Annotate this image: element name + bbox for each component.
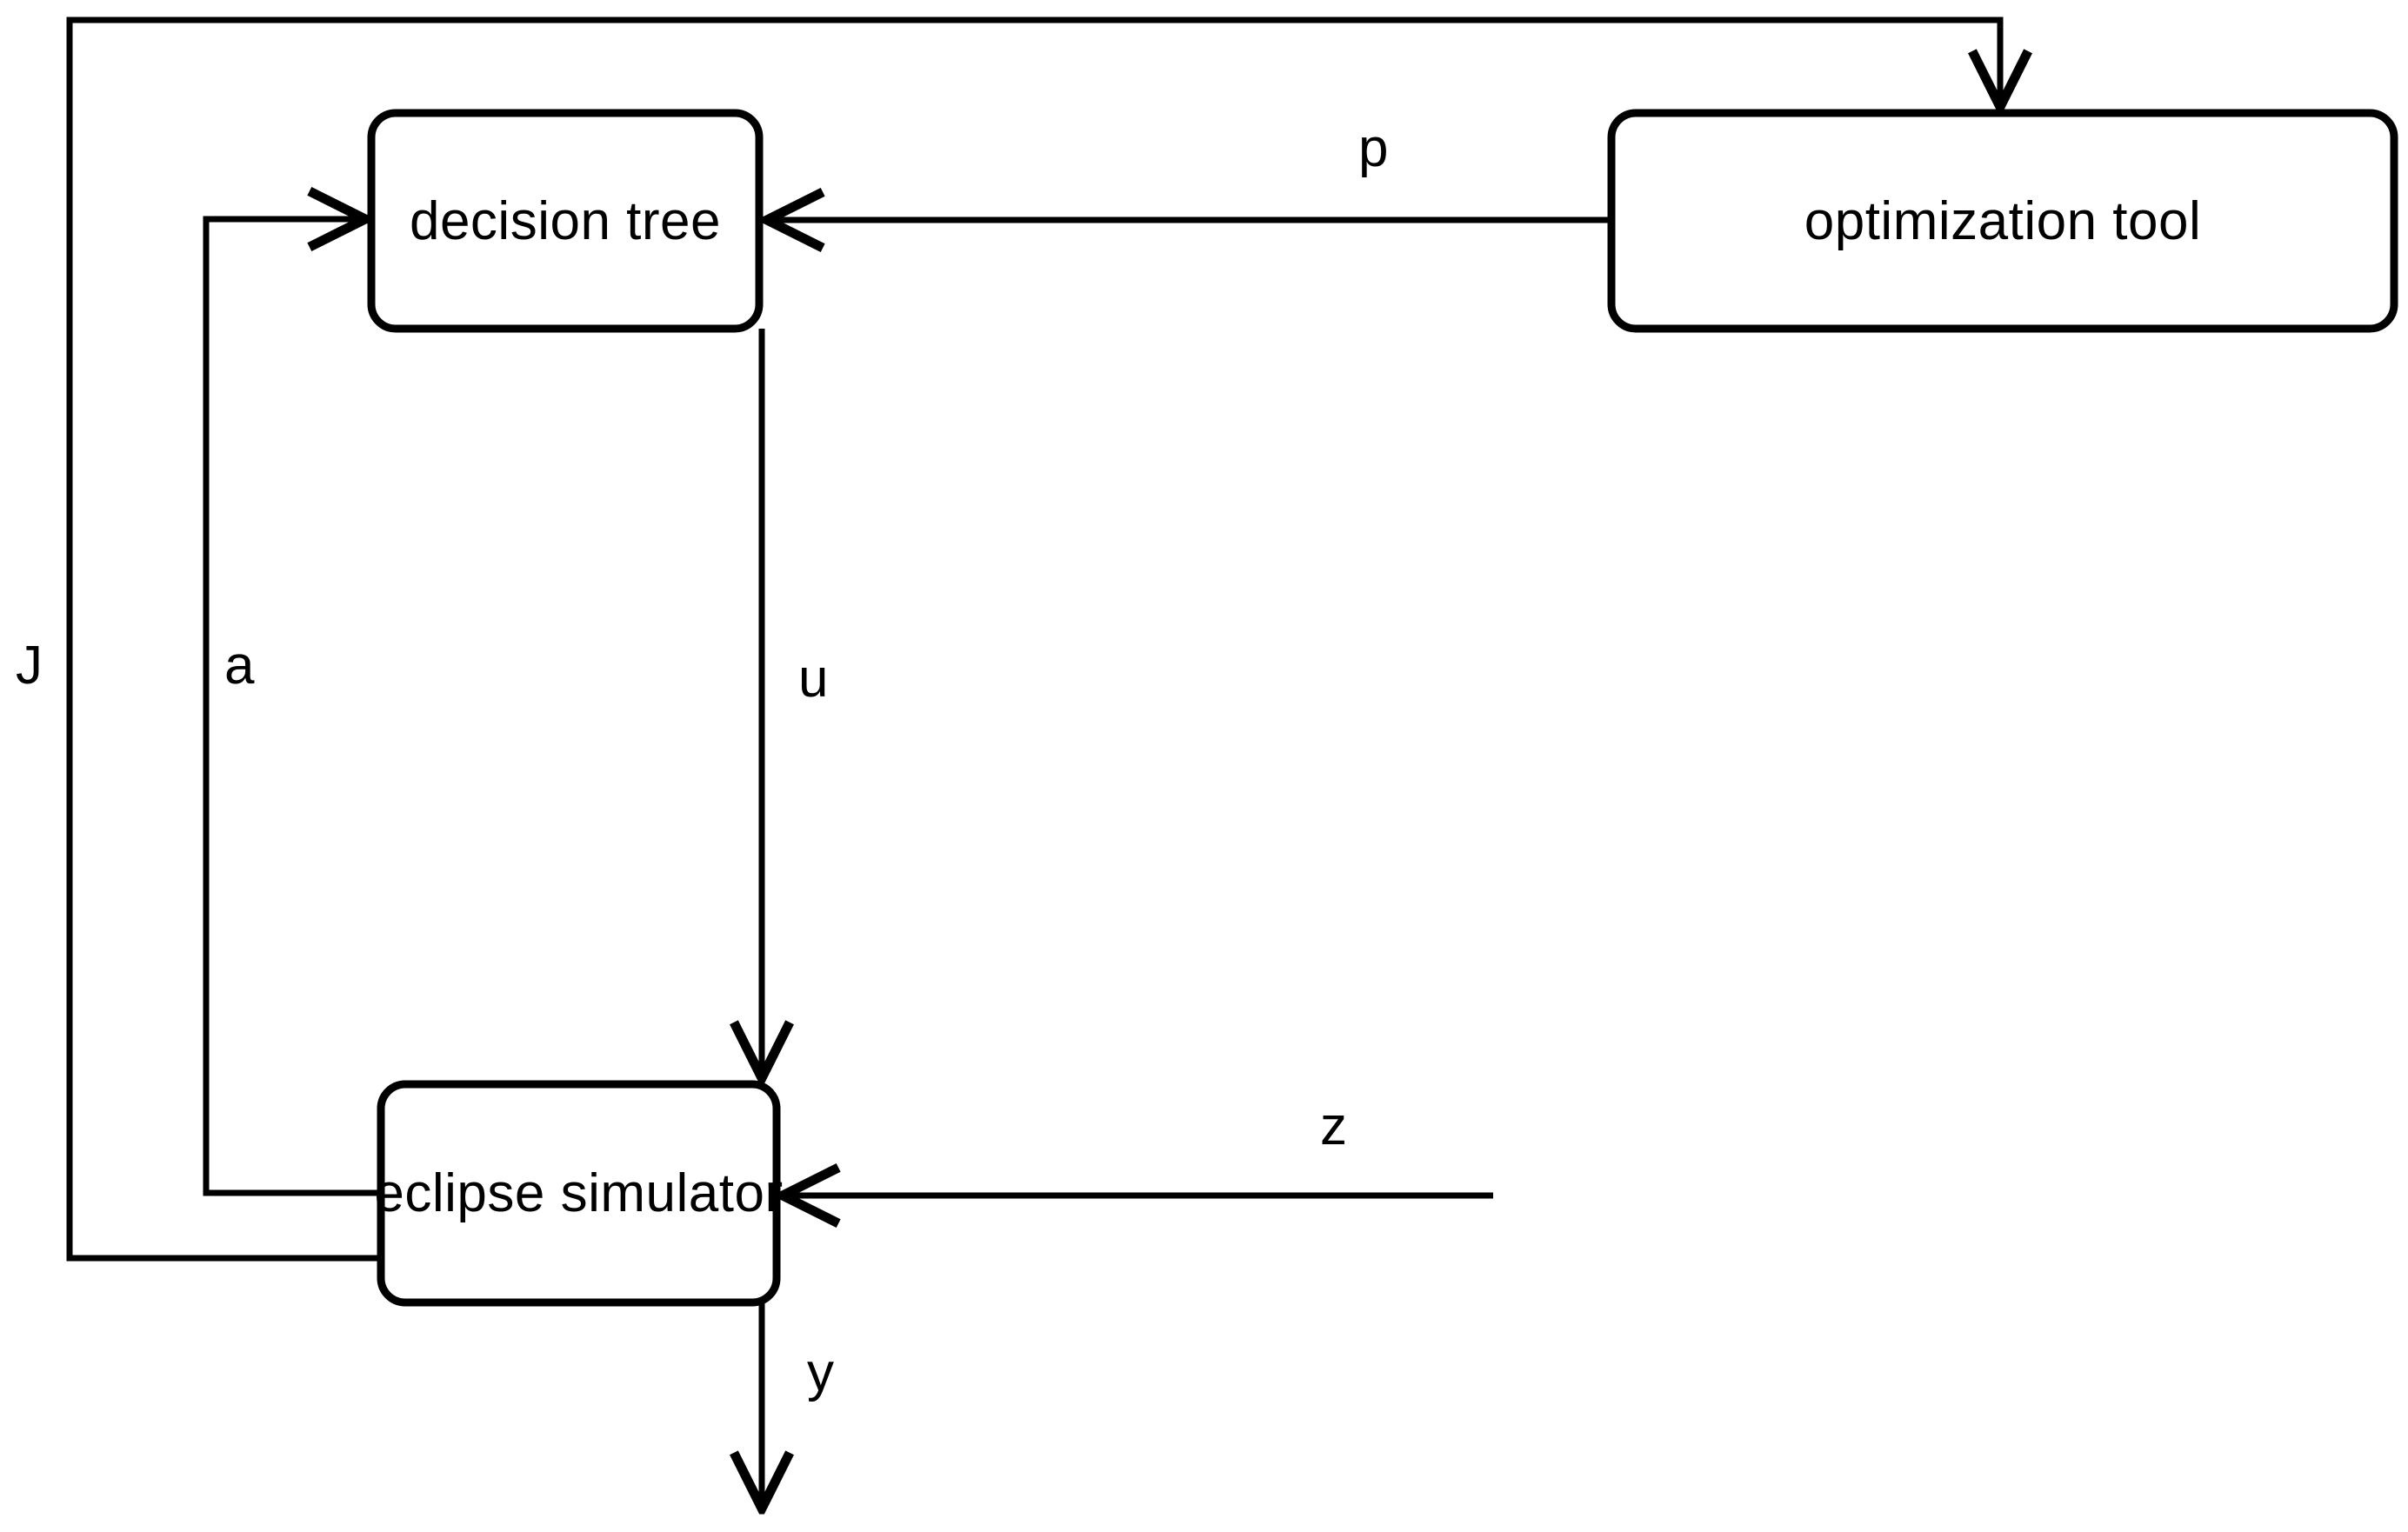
edge-path-a: [203, 219, 381, 1196]
edge-label-y: y: [807, 1342, 834, 1402]
edge-label-z: z: [1320, 1096, 1347, 1156]
edge-label-u: u: [798, 649, 829, 709]
node-box-eclipse-simulator[interactable]: [377, 1080, 781, 1307]
node-box-decision-tree[interactable]: [367, 109, 764, 333]
node-box-optimization-tool[interactable]: [1607, 109, 2398, 333]
edge-label-J: J: [16, 636, 43, 696]
edge-label-a: a: [224, 636, 255, 696]
edge-path-J: [66, 17, 2000, 1262]
edge-label-p: p: [1358, 118, 1389, 178]
